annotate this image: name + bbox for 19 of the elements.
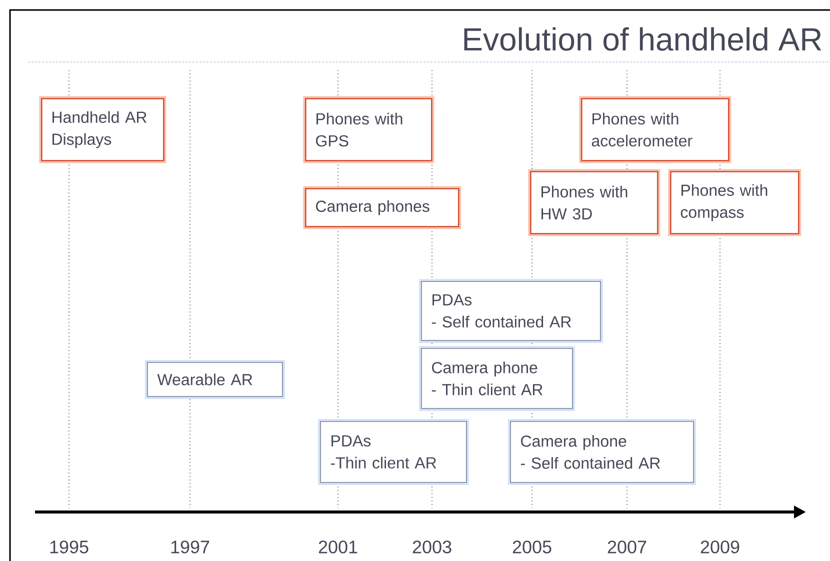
timeline-box: Phones with compass [668,169,802,236]
timeline-box: Camera phone - Thin client AR [418,346,575,411]
year-label: 2005 [512,540,552,554]
year-label: 2007 [608,540,646,554]
timeline-box: Phones with accelerometer [579,96,732,164]
timeline-box: PDAs - Self contained AR [418,278,603,343]
year-label: 2009 [700,540,740,554]
timeline-box: Camera phone - Self contained AR [508,418,696,485]
year-label: 2001 [318,540,358,554]
year-label: 2003 [412,540,452,554]
timeline-box: Phones with HW 3D [528,169,660,236]
timeline-box: Phones with GPS [303,96,434,164]
title: Evolution of handheld AR [464,27,822,51]
year-label: 1995 [50,540,88,554]
year-label: 1997 [171,540,210,554]
timeline-box: PDAs -Thin client AR [318,418,469,485]
timeline-box: Camera phones [303,186,462,230]
timeline-box: Handheld AR Displays [39,96,166,164]
timeline-box: Wearable AR [144,360,285,399]
